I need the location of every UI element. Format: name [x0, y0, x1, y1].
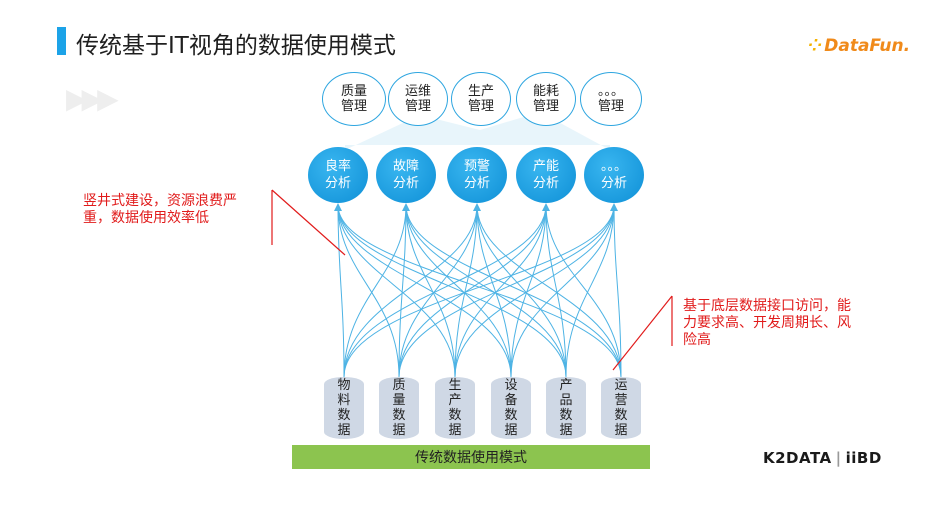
management-energy: 能耗管理 [516, 72, 576, 126]
note-right: 基于底层数据接口访问，能力要求高、开发周期长、风险高 [683, 298, 851, 348]
arrowhead-icon [610, 203, 618, 211]
connection-curve [454, 204, 547, 378]
arrowhead-icon [542, 203, 550, 211]
db-equipment: 设备数据 [491, 377, 531, 439]
analysis-yield: 良率分析 [308, 147, 368, 203]
connection-curve [337, 204, 567, 378]
connection-curve [454, 204, 478, 378]
db-material: 物料数据 [324, 377, 364, 439]
connection-curve [613, 204, 622, 378]
connection-curve [405, 204, 622, 378]
connection-curve [398, 204, 478, 378]
analysis-fault: 故障分析 [376, 147, 436, 203]
analysis-more: 。。。分析 [584, 147, 644, 203]
title-accent-bar [57, 27, 66, 55]
connection-curve [510, 204, 547, 378]
connection-curve [545, 204, 567, 378]
connection-curve [337, 204, 345, 378]
page-title: 传统基于IT视角的数据使用模式 [76, 33, 396, 59]
arrowhead-icon [473, 203, 481, 211]
connection-curve [343, 204, 478, 378]
management-operations: 运维管理 [388, 72, 448, 126]
connection-curve [337, 204, 512, 378]
connection-curve [545, 204, 622, 378]
datafun-logo: ⁘DataFun. [808, 36, 911, 56]
db-production: 生产数据 [435, 377, 475, 439]
arrowhead-icon [334, 203, 342, 211]
management-production: 生产管理 [451, 72, 511, 126]
right-callout-line [612, 295, 673, 371]
connection-curve [337, 204, 400, 378]
k2data-iibd-logo: K2DATA|iiBD [763, 449, 882, 467]
background-arrows-icon: ▶▶▶ [66, 82, 119, 115]
connection-curve [476, 204, 512, 378]
management-more: 。。。管理 [580, 72, 642, 126]
connection-curve [565, 204, 615, 378]
connection-curve [398, 204, 547, 378]
connection-curve [476, 204, 567, 378]
db-quality: 质量数据 [379, 377, 419, 439]
datafun-logo-text: DataFun. [824, 36, 911, 56]
connection-curve [476, 204, 622, 378]
left-callout-line [271, 189, 346, 256]
arrowhead-icon [402, 203, 410, 211]
connection-curve [337, 204, 456, 378]
k2data-logo-text: K2DATA [763, 449, 832, 467]
note-left: 竖井式建设，资源浪费严重，数据使用效率低 [83, 193, 237, 226]
connection-curve [398, 204, 407, 378]
connection-curve [405, 204, 456, 378]
db-operations: 运营数据 [601, 377, 641, 439]
connection-curve [510, 204, 615, 378]
data-connection-curves [334, 203, 622, 378]
analysis-warning: 预警分析 [447, 147, 507, 203]
connection-curve [405, 204, 512, 378]
iibd-logo-text: iiBD [845, 449, 882, 467]
connection-curve [337, 204, 622, 378]
connection-curve [405, 204, 567, 378]
connection-curve [398, 204, 615, 378]
connection-curve [343, 204, 407, 378]
management-quality: 质量管理 [322, 72, 386, 126]
db-product: 产品数据 [546, 377, 586, 439]
analysis-capacity: 产能分析 [516, 147, 576, 203]
base-mode-bar: 传统数据使用模式 [292, 445, 650, 469]
connection-curve [454, 204, 615, 378]
connection-curve [343, 204, 547, 378]
